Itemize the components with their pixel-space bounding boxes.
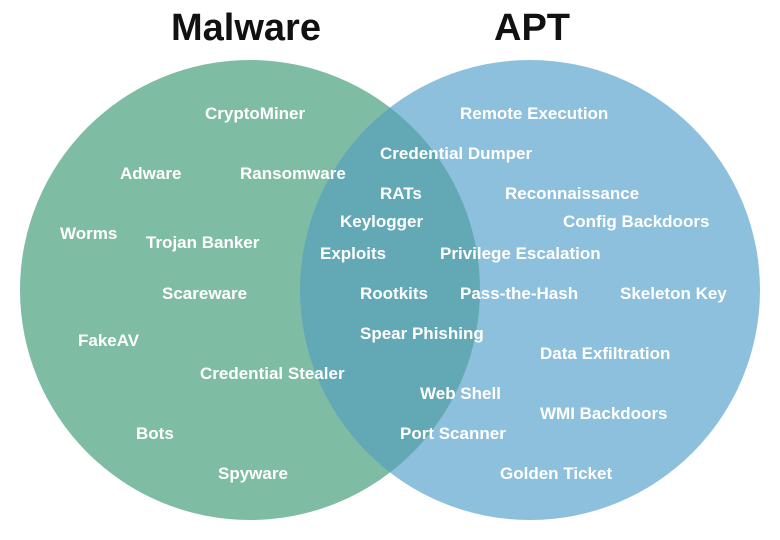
label-ransomware: Ransomware (240, 164, 346, 183)
overlap-region (300, 60, 480, 520)
label-wmi-backdoors: WMI Backdoors (540, 404, 668, 423)
label-config-backdoors: Config Backdoors (563, 212, 709, 231)
label-pass-the-hash: Pass-the-Hash (460, 284, 578, 303)
malware-title: Malware (171, 7, 321, 49)
label-fakeav: FakeAV (78, 331, 140, 350)
label-scareware: Scareware (162, 284, 247, 303)
label-trojan-banker: Trojan Banker (146, 233, 260, 252)
label-web-shell: Web Shell (420, 384, 501, 403)
label-adware: Adware (120, 164, 181, 183)
label-rootkits: Rootkits (360, 284, 428, 303)
label-spear-phishing: Spear Phishing (360, 324, 484, 343)
apt-title: APT (494, 7, 570, 49)
label-data-exfiltration: Data Exfiltration (540, 344, 670, 363)
label-remote-execution: Remote Execution (460, 104, 608, 123)
label-bots: Bots (136, 424, 174, 443)
label-keylogger: Keylogger (340, 212, 424, 231)
label-privilege-escalation: Privilege Escalation (440, 244, 601, 263)
label-skeleton-key: Skeleton Key (620, 284, 727, 303)
label-exploits: Exploits (320, 244, 386, 263)
label-spyware: Spyware (218, 464, 288, 483)
label-cryptominer: CryptoMiner (205, 104, 306, 123)
label-worms: Worms (60, 224, 117, 243)
label-port-scanner: Port Scanner (400, 424, 506, 443)
label-reconnaissance: Reconnaissance (505, 184, 639, 203)
label-golden-ticket: Golden Ticket (500, 464, 612, 483)
label-credential-stealer: Credential Stealer (200, 364, 345, 383)
label-rats: RATs (380, 184, 422, 203)
label-credential-dumper: Credential Dumper (380, 144, 532, 163)
